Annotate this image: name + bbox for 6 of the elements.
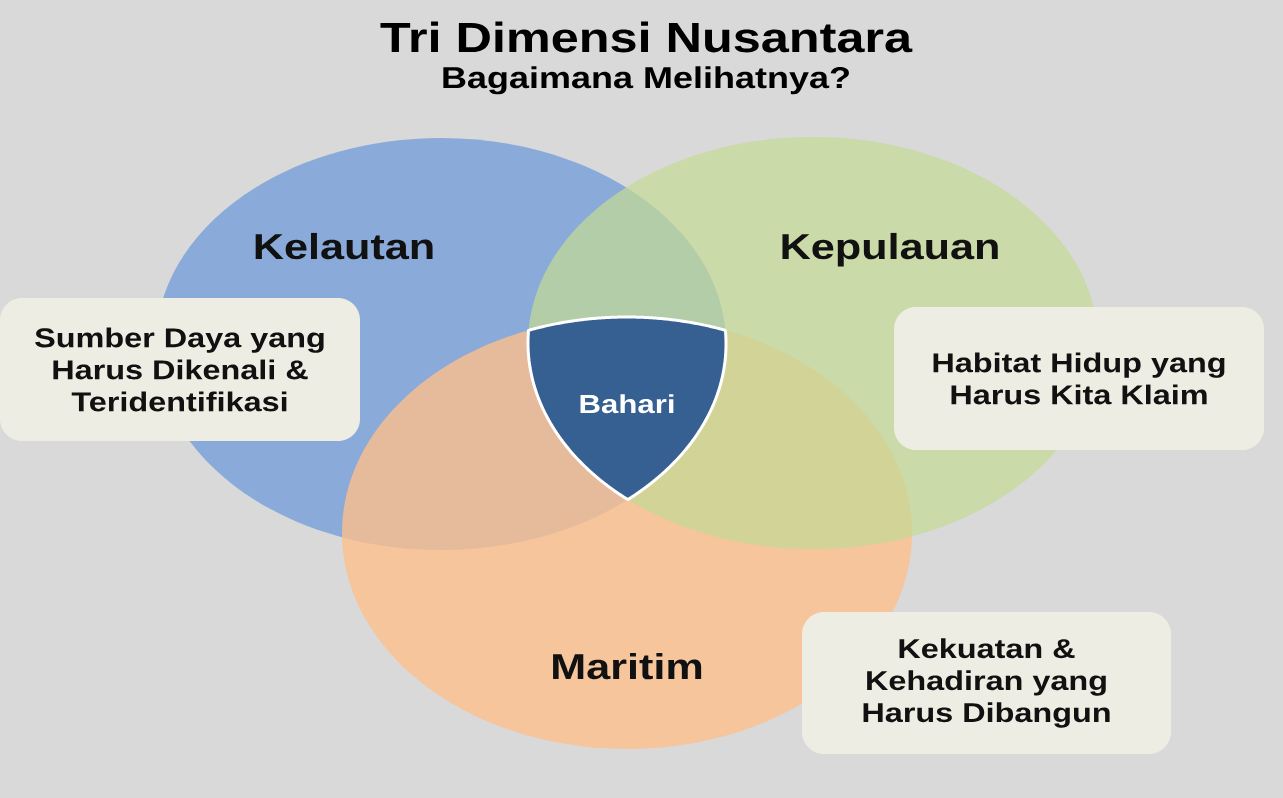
subtitle: Bagaimana Melihatnya? [443,66,849,95]
note-box: Habitat Hidup yang Harus Kita Klaim [894,307,1264,450]
center-shield: Bahari [526,315,728,501]
note-box: Sumber Daya yang Harus Dikenali & Teridentifikasi [0,298,360,441]
title: Tri Dimensi Nusantara [380,21,913,53]
note-box: Kekuatan & Kehadiran yang Harus Dibangun [802,612,1171,754]
